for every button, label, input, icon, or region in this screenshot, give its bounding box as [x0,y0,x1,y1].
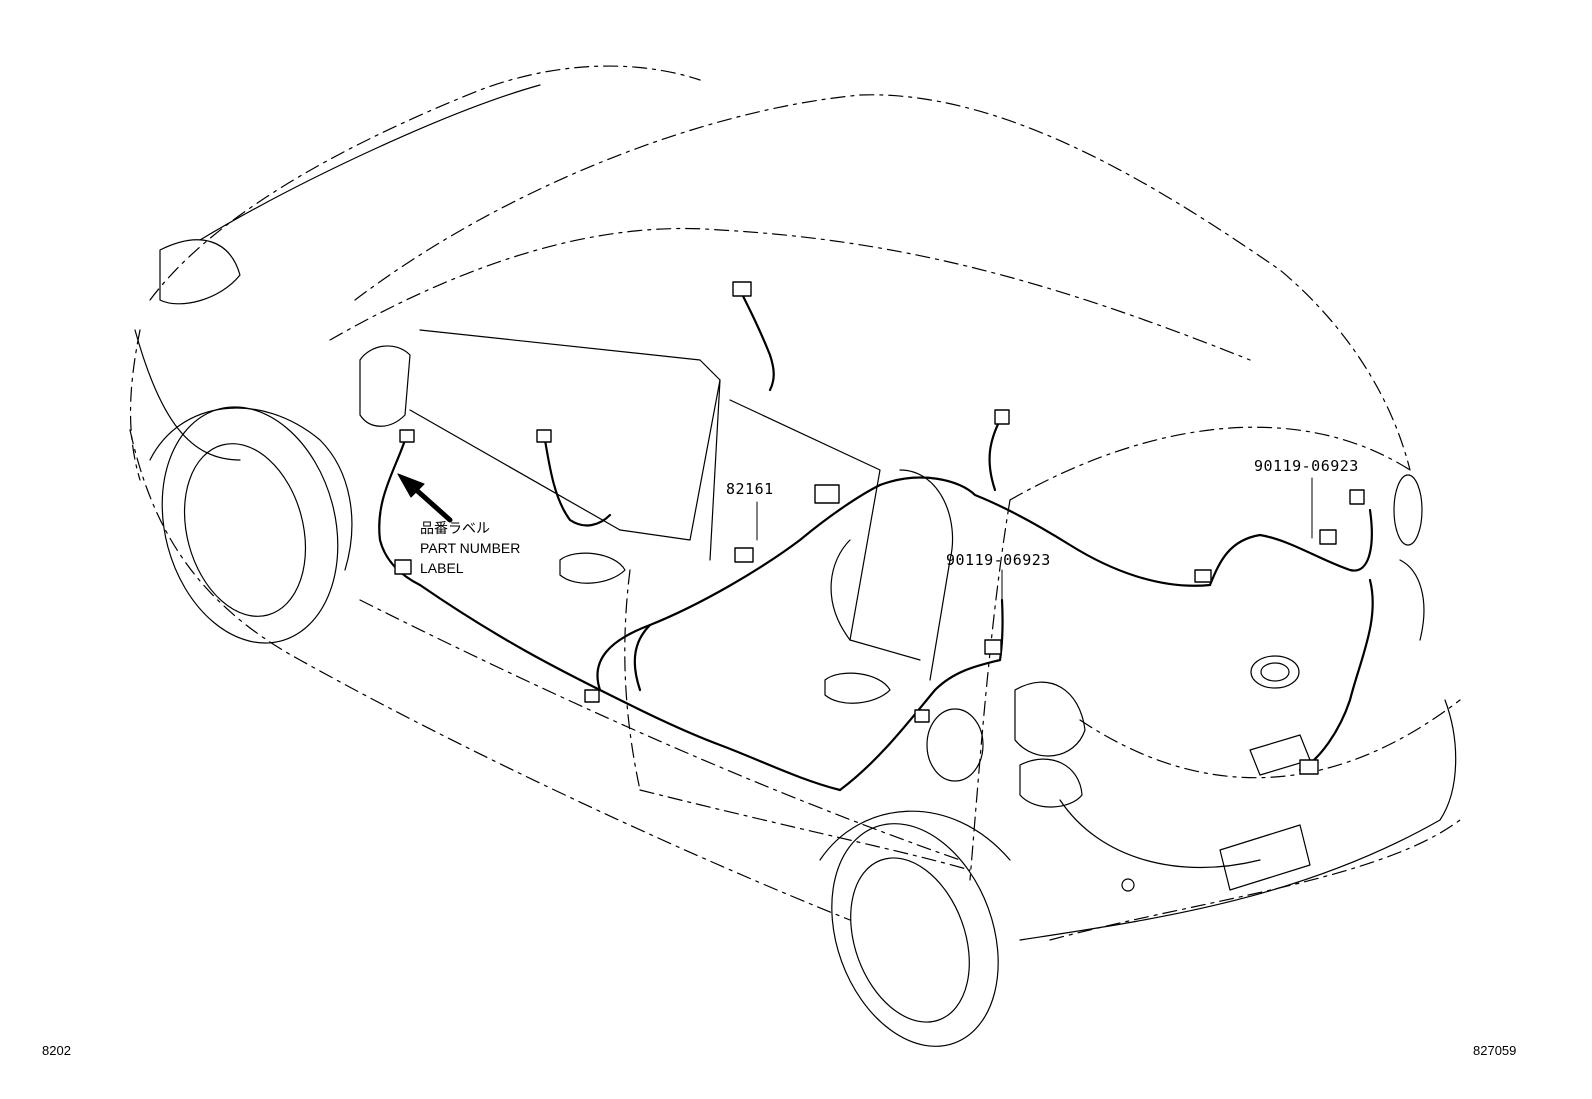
wire-harness [378,288,1374,792]
part-number-label-arrow [397,473,453,523]
vehicle-body-details [134,84,1457,1047]
harness-connectors [394,281,1365,775]
part-number-label-en-2: LABEL [420,560,464,576]
part-number-label-note: 品番ラベル PART NUMBER LABEL [420,518,520,578]
callout-90119-right: 90119-06923 [1254,457,1359,475]
callout-90119-center: 90119-06923 [946,551,1051,569]
footer-right-code: 827059 [1473,1043,1517,1058]
part-number-label-ja: 品番ラベル [420,520,490,536]
footer-left-code: 8202 [42,1043,71,1058]
part-number-label-en-1: PART NUMBER [420,540,521,556]
vehicle-body-outline [129,65,1461,941]
callout-leader-lines [756,477,1313,641]
callout-82161: 82161 [726,480,774,498]
